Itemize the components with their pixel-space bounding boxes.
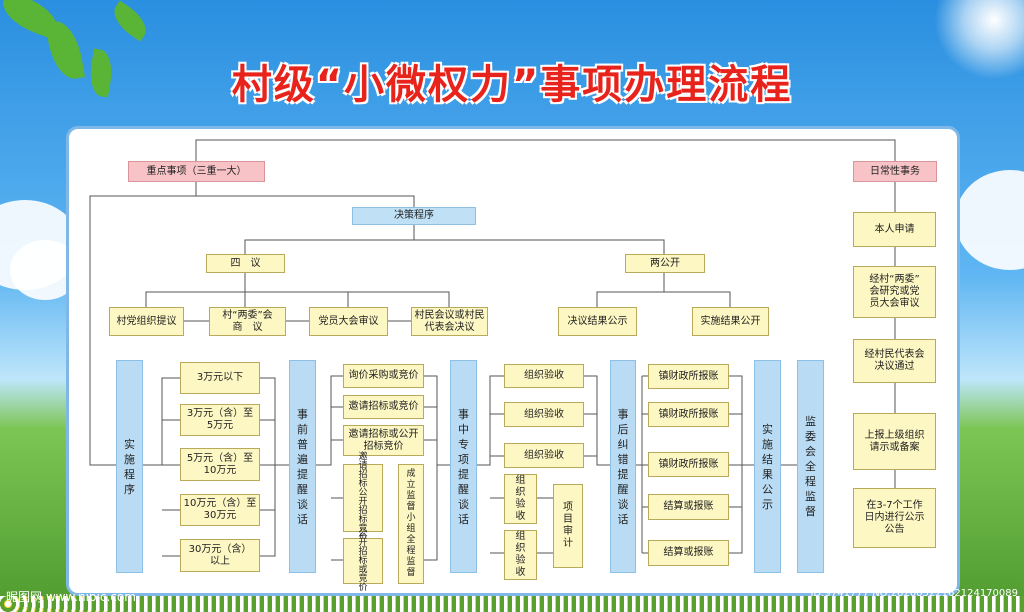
post-reminder-talk: 事 后 纠 错 提 醒 谈 话 <box>610 360 636 573</box>
daily-affairs-label: 日常性事务 <box>853 161 937 182</box>
acceptance-3: 组织验收 <box>504 443 584 468</box>
daily-step-2: 经村“两委” 会研究或党 员大会审议 <box>853 266 936 318</box>
daily-step-1: 本人申请 <box>853 212 936 247</box>
daily-step-3: 经村民代表会 决议通过 <box>853 339 936 383</box>
four-step-1: 村党组织提议 <box>109 307 184 336</box>
open-step-1: 决议结果公示 <box>558 307 637 336</box>
reimbursement-2: 镇财政所报账 <box>648 402 729 427</box>
reimbursement-3: 镇财政所报账 <box>648 452 729 477</box>
two-publications: 两公开 <box>625 254 705 273</box>
procurement-2: 邀请招标或竞价 <box>343 395 424 419</box>
open-step-2: 实施结果公开 <box>692 307 769 336</box>
daily-step-5: 在3-7个工作 日内进行公示 公告 <box>853 488 936 548</box>
watermark-site: 昵图网 www.nipic.com <box>6 590 136 604</box>
settlement-1: 结算或报账 <box>648 494 729 520</box>
procurement-5: 公 开 招 标 或 竞 价 <box>343 529 383 592</box>
amount-tier-3: 5万元（含）至 10万元 <box>180 448 260 481</box>
acceptance-1: 组织验收 <box>504 364 584 388</box>
four-deliberations: 四 议 <box>206 254 285 273</box>
committee-supervision: 监 委 会 全 程 监 督 <box>797 360 824 573</box>
watermark-id: ID:9741777 NO:20200522162124170089 <box>810 588 1018 599</box>
decision-procedure: 决策程序 <box>352 207 476 225</box>
amount-tier-2: 3万元（含）至 5万元 <box>180 404 260 436</box>
amount-tier-5: 30万元（含） 以上 <box>180 539 260 572</box>
amount-tier-1: 3万元以下 <box>180 362 260 394</box>
pre-reminder-talk: 事 前 普 遍 提 醒 谈 话 <box>289 360 316 573</box>
four-step-4: 村民会议或村民 代表会决议 <box>411 307 488 336</box>
settlement-2: 结算或报账 <box>648 540 729 566</box>
procurement-4: 邀 请 招 标 公 开 招 标 竞 价 <box>343 453 383 543</box>
acceptance-5: 组 织 验 收 <box>504 530 537 580</box>
amount-tier-4: 10万元（含）至 30万元 <box>180 494 260 526</box>
mid-reminder-talk: 事 中 专 项 提 醒 谈 话 <box>450 360 477 573</box>
implementation-procedure: 实 施 程 序 <box>116 360 143 573</box>
supervision-group: 成 立 监 督 小 组 全 程 监 督 <box>398 464 424 584</box>
procurement-3: 邀请招标或公开 招标竞价 <box>343 425 424 456</box>
key-matters-label: 重点事项（三重一大） <box>128 161 265 182</box>
acceptance-2: 组织验收 <box>504 402 584 427</box>
four-step-2: 村“两委”会 商 议 <box>209 307 286 336</box>
daily-step-4: 上报上级组织 请示或备案 <box>853 413 936 470</box>
four-step-3: 党员大会审议 <box>309 307 388 336</box>
procurement-1: 询价采购或竞价 <box>343 364 424 388</box>
page-title: 村级“小微权力”事项办理流程 <box>231 62 793 108</box>
result-publicity: 实 施 结 果 公 示 <box>754 360 781 573</box>
flower-border <box>0 596 1024 612</box>
reimbursement-1: 镇财政所报账 <box>648 364 729 389</box>
acceptance-4: 组 织 验 收 <box>504 474 537 524</box>
project-audit: 项 目 审 计 <box>553 484 583 568</box>
